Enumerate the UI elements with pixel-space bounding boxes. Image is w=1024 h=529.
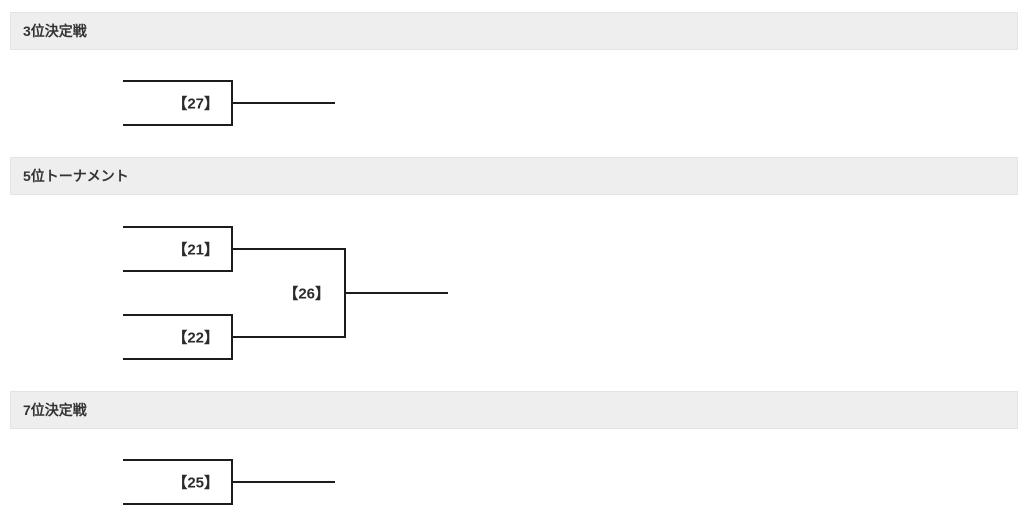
match-box-21: 【21】 (123, 226, 233, 272)
section-header-third-place: 3位決定戦 (10, 12, 1018, 50)
match-label-21: 【21】 (172, 241, 219, 259)
match-label-25: 【25】 (172, 474, 219, 492)
match-box-27: 【27】 (123, 80, 233, 126)
match-box-26: 【26】 (233, 248, 346, 338)
connector-line-27-out (233, 102, 335, 104)
connector-line-26-out (346, 292, 448, 294)
connector-line-25-out (233, 481, 335, 483)
section-header-fifth-tournament: 5位トーナメント (10, 157, 1018, 195)
section-header-seventh-place: 7位決定戦 (10, 391, 1018, 429)
match-box-25: 【25】 (123, 459, 233, 505)
match-box-22: 【22】 (123, 314, 233, 360)
match-label-26: 【26】 (283, 285, 330, 303)
match-label-27: 【27】 (172, 95, 219, 113)
match-label-22: 【22】 (172, 329, 219, 347)
